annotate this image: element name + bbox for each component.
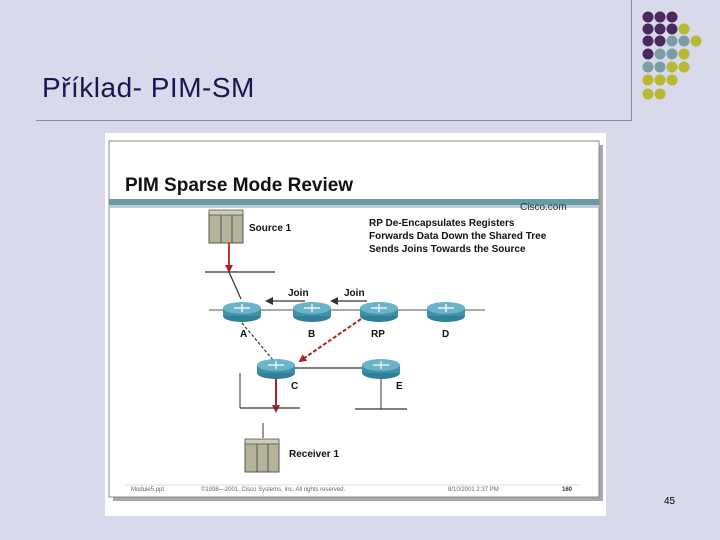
dot-grid-logo: [642, 11, 702, 100]
source-server-icon: [208, 209, 244, 244]
corner-divider: [631, 0, 632, 120]
footer-filename: Module5.ppt: [131, 487, 165, 493]
receiver-server-icon: [244, 438, 280, 473]
footer-copyright: ©1998—2001, Cisco Systems, Inc. All righ…: [201, 487, 346, 493]
footer-slide-number: 160: [562, 487, 573, 493]
page-number: 45: [664, 496, 676, 507]
figure-title: PIM Sparse Mode Review: [125, 175, 354, 196]
router-b-icon: [293, 302, 331, 322]
router-e-icon: [362, 359, 400, 379]
network-diagram: [108, 140, 603, 501]
rp-notes: RP De-Encapsulates Registers Forwards Da…: [369, 217, 546, 256]
source-label: Source 1: [249, 223, 292, 234]
router-label-a: A: [240, 329, 248, 340]
note-line: Forwards Data Down the Shared Tree: [369, 231, 547, 242]
router-label-rp: RP: [371, 329, 385, 340]
router-label-c: C: [291, 381, 299, 392]
footer-date: 8/10/2001 2:37 PM: [448, 487, 499, 493]
note-line: RP De-Encapsulates Registers: [369, 218, 515, 229]
router-c-icon: [257, 359, 295, 379]
receiver-label: Receiver 1: [289, 449, 340, 460]
router-label-e: E: [396, 381, 403, 392]
note-line: Sends Joins Towards the Source: [369, 244, 526, 255]
router-label-b: B: [308, 329, 316, 340]
router-label-d: D: [442, 329, 450, 340]
router-rp-icon: [360, 302, 398, 322]
join-label: Join: [288, 288, 309, 299]
title-underline: [36, 120, 632, 121]
router-d-icon: [427, 302, 465, 322]
embedded-slide: PIM Sparse Mode Review Cisco.com RP De-E…: [105, 133, 606, 516]
join-label: Join: [344, 288, 365, 299]
cisco-brand: Cisco.com: [520, 202, 567, 213]
page-title: Příklad- PIM-SM: [42, 72, 255, 103]
router-a-icon: [223, 302, 261, 322]
